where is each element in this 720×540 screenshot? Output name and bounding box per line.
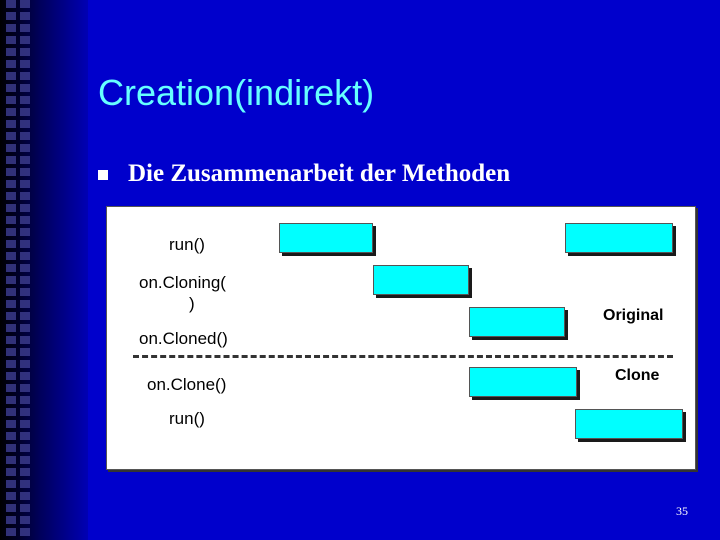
decorative-dot-column — [20, 0, 30, 540]
left-decorative-strip — [0, 0, 88, 540]
activation-bar-original-return — [565, 223, 673, 253]
label-on-cloned: on.Cloned() — [139, 329, 228, 348]
method-diagram: run() on.Cloning( ) on.Cloned() on.Clone… — [106, 206, 696, 470]
label-on-clone: on.Clone() — [147, 375, 227, 394]
object-divider-line — [133, 355, 673, 358]
label-on-cloning-close: ) — [189, 294, 195, 313]
activation-bar-on-cloning — [373, 265, 469, 295]
label-original: Original — [603, 307, 664, 324]
label-on-cloning: on.Cloning( — [139, 273, 226, 292]
label-run-bottom: run() — [169, 409, 205, 428]
decorative-dot-column — [6, 0, 16, 540]
activation-bar-run-clone — [575, 409, 683, 439]
bullet-square-icon — [98, 170, 108, 180]
slide-title: Creation(indirekt) — [98, 72, 375, 113]
activation-bar-run-original — [279, 223, 373, 253]
label-clone: Clone — [615, 367, 660, 384]
page-number: 35 — [676, 504, 688, 518]
label-run-top: run() — [169, 235, 205, 254]
bullet-text: Die Zusammenarbeit der Methoden — [128, 160, 511, 187]
activation-bar-on-cloned — [469, 307, 565, 337]
activation-bar-on-clone — [469, 367, 577, 397]
